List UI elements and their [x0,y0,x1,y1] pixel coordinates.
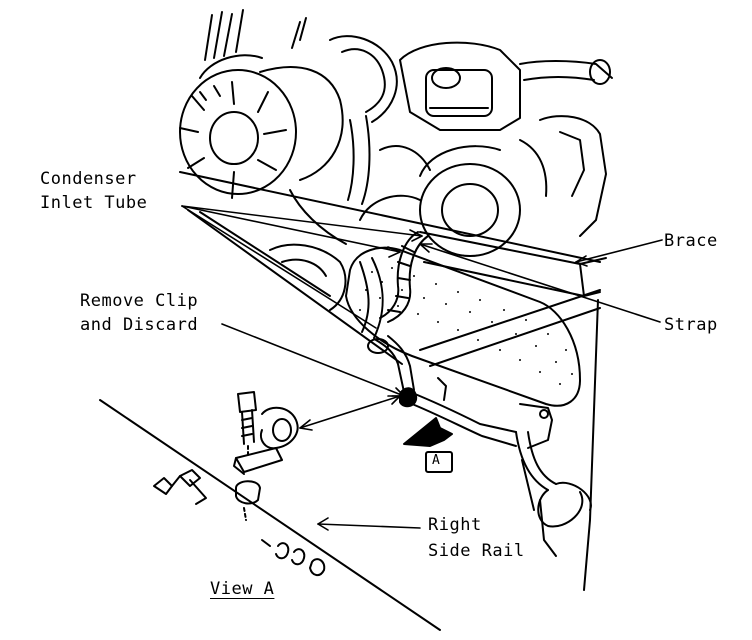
leader-condenser-2 [181,205,401,253]
leader-lines [181,205,663,531]
label-remove-clip: Remove Clip [80,291,199,311]
leader-clip-exploded [299,395,401,429]
label-condenser: Condenser [40,169,137,189]
label-right: Right [428,515,482,535]
view-a-marker: A [432,453,441,468]
frame-lines [179,171,601,365]
leader-condenser-3 [181,205,377,329]
label-side-rail: Side Rail [428,541,525,561]
leader-condenser-1 [181,205,423,237]
refrigerant-line [367,299,599,591]
right-side-rail [99,399,441,631]
label-brace: Brace [664,231,718,251]
view-a-caption: View A [210,579,275,599]
engine-background [179,9,613,311]
leader-strap [419,243,661,323]
leader-remove-clip [221,323,405,397]
clip [399,387,418,408]
leader-brace [575,239,663,263]
condenser-inlet-tube [345,246,581,407]
brace [419,231,607,367]
label-inlet-tube: Inlet Tube [40,193,148,213]
strap [379,231,429,323]
view-a-callout [403,417,453,473]
clip-exploded-view [233,391,299,521]
label-strap: Strap [664,315,718,335]
leader-side-rail [317,523,421,529]
label-and-discard: and Discard [80,315,199,335]
